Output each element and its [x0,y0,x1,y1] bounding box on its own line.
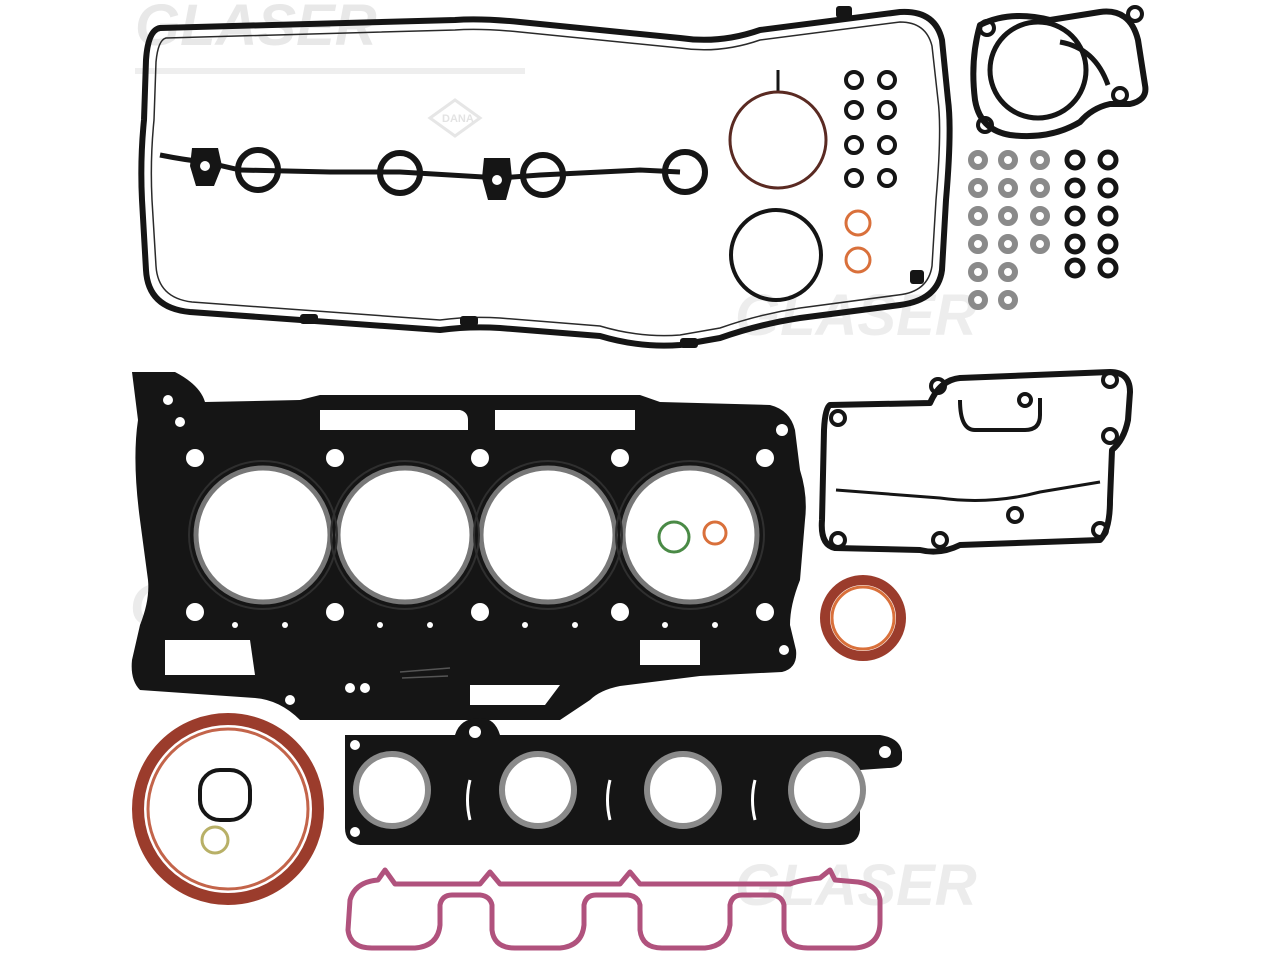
oval-o-ring [198,768,252,822]
valve-stem-seals-black-right [1064,149,1119,279]
spark-plug-tube-seals [235,147,708,198]
water-pump-gasket [970,5,1149,140]
head-gasket-stamp [399,667,451,679]
rear-main-seal [132,713,324,905]
spark-plug-seal-1 [235,147,281,193]
front-crank-seal [820,575,906,661]
cylinder-bore-1 [193,465,333,605]
small-orange-o-ring [702,520,728,546]
valve-cover-gasket [138,6,953,349]
copper-washer-1 [844,209,872,237]
watermark-brand-right: GLASER [735,283,977,348]
spark-plug-seal-4 [662,149,708,195]
valve-cover-tab-2 [300,314,318,324]
intake-manifold-gasket [345,867,883,951]
green-o-ring [657,520,691,554]
head-gasket-cutout-top-1 [320,410,468,430]
timing-cover-gasket [818,369,1133,555]
valve-stem-seals-metal [968,150,1050,310]
copper-washer-2 [844,246,872,274]
cylinder-bore-2 [335,465,475,605]
head-gasket-cutout-top-2 [495,410,635,430]
valve-cover-tab-5 [910,270,924,284]
exhaust-manifold-gasket [345,718,902,845]
valve-cover-gasket-loop [138,8,953,349]
head-gasket-bolt-holes [163,395,789,705]
spark-plug-seal-3 [520,152,566,198]
head-gasket-cutout-lower-mid [470,685,560,705]
small-yellow-o-ring [200,825,230,855]
spark-plug-seal-2 [377,150,423,196]
large-o-ring-brown [728,70,828,190]
head-gasket-cutout-bottom-right [640,640,700,665]
valve-stem-seals-grid-top [844,70,897,188]
valve-cover-tab-1 [836,6,852,18]
watermark-logo-text-top: DANA [442,113,474,125]
watermark-logo-top: DANA [427,98,483,138]
head-gasket-cutout-bottom-left [165,640,255,675]
cylinder-head-gasket [131,372,806,720]
valve-cover-gasket-inner-line [150,21,941,337]
cylinder-bore-3 [478,465,618,605]
exhaust-ports [353,751,866,829]
watermark-underline-top [135,68,525,74]
valve-cover-tab-3 [460,316,478,326]
cylinder-bores [193,465,760,605]
large-o-ring-black [729,208,823,302]
valve-cover-tab-4 [680,338,698,348]
